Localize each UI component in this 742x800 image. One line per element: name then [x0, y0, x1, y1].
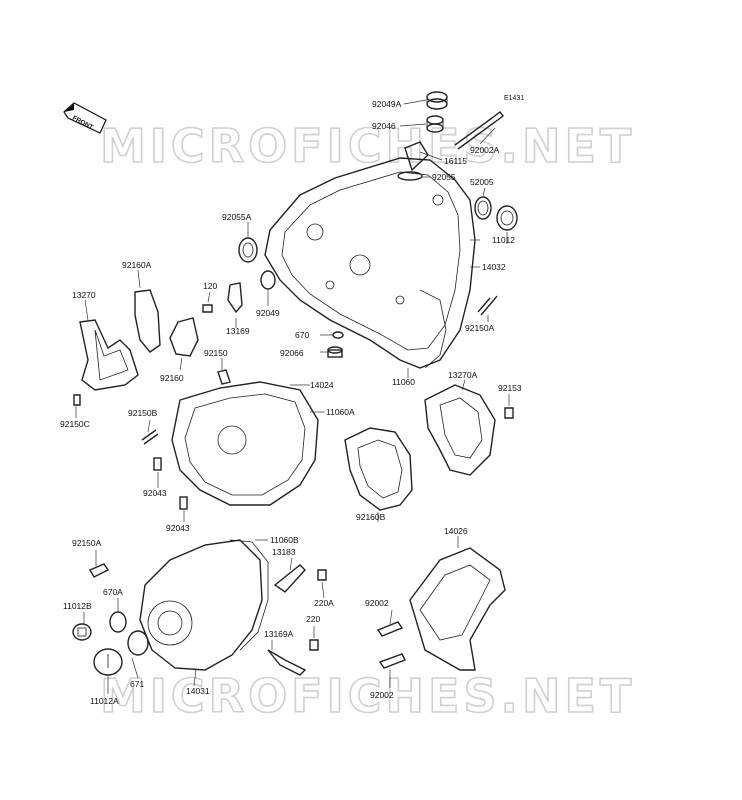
label-120: 120 — [203, 281, 217, 291]
front-arrow-icon: FRONT — [63, 102, 107, 134]
bolt-92150 — [217, 369, 231, 385]
label-11012A: 11012A — [90, 696, 119, 706]
label-13169: 13169 — [226, 326, 250, 336]
plate-92160A — [134, 289, 161, 353]
label-16115: 16115 — [444, 156, 467, 166]
label-92150B: 92150B — [128, 408, 158, 418]
bolt-120 — [202, 304, 213, 313]
label-92160: 92160 — [160, 373, 184, 383]
bolt-92153 — [504, 407, 514, 419]
oring-671 — [127, 630, 149, 656]
bolt-92002A — [454, 111, 504, 150]
label-92055A: 92055A — [222, 212, 252, 222]
watermark-top: MICROFICHES.NET — [100, 119, 635, 173]
label-11060B: 11060B — [270, 535, 299, 545]
bolt-92150A-top — [477, 295, 498, 316]
label-13183: 13183 — [272, 547, 296, 557]
label-92049A: 92049A — [372, 99, 402, 109]
clutch-cover-14032 — [264, 157, 476, 369]
guard-13270A — [424, 384, 496, 476]
cap-11012B — [72, 623, 92, 641]
bearing-92046 — [426, 115, 444, 133]
label-14024: 14024 — [310, 380, 334, 390]
label-92160A: 92160A — [122, 260, 152, 270]
label-92150A-top: 92150A — [465, 323, 495, 333]
dowel-92043-a — [153, 457, 162, 471]
plate-92160 — [169, 317, 199, 357]
gasket-11060B — [229, 539, 269, 651]
label-11012B: 11012B — [63, 601, 92, 611]
label-13169A: 13169A — [264, 629, 294, 639]
seal-52005 — [474, 196, 492, 220]
bolt-220 — [309, 639, 319, 651]
cap-11012 — [496, 205, 518, 231]
label-92055: 92055 — [432, 172, 456, 182]
label-14031: 14031 — [186, 686, 210, 696]
label-11060A: 11060A — [326, 407, 355, 417]
bolt-92002 — [376, 621, 404, 637]
cover-14031 — [139, 539, 263, 671]
seal-92055A — [238, 237, 258, 263]
leader-lines — [75, 99, 510, 694]
cover-14024 — [171, 381, 319, 506]
bolt-92150C — [73, 394, 81, 406]
label-92066: 92066 — [280, 348, 304, 358]
label-13270A: 13270A — [448, 370, 478, 380]
label-92160B: 92160B — [356, 512, 386, 522]
label-14032-main: 14032 — [482, 262, 506, 272]
oring-670 — [332, 331, 344, 339]
bolt-92150B — [141, 429, 159, 445]
label-52005: 52005 — [470, 177, 494, 187]
bolt-220A — [317, 569, 327, 581]
label-11012: 11012 — [492, 235, 515, 245]
label-14026: 14026 — [444, 526, 468, 536]
label-671: 671 — [130, 679, 144, 689]
dowel-92043-b — [179, 496, 188, 510]
bearing-92049A — [426, 91, 448, 110]
bracket-13169A — [267, 649, 307, 676]
label-670A: 670A — [103, 587, 123, 597]
label-92049: 92049 — [256, 308, 280, 318]
label-92150: 92150 — [204, 348, 228, 358]
label-220A: 220A — [314, 598, 334, 608]
label-220: 220 — [306, 614, 320, 624]
label-92043-a: 92043 — [143, 488, 167, 498]
bolt-92002-b — [378, 653, 406, 669]
label-92002: 92002 — [365, 598, 389, 608]
label-92150A-bottom: 92150A — [72, 538, 102, 548]
oring-92055 — [397, 171, 423, 181]
gasket-11060A — [184, 393, 306, 496]
label-13270: 13270 — [72, 290, 96, 300]
oring-92049 — [260, 270, 276, 290]
label-92002A: 92002A — [470, 145, 500, 155]
label-11060: 11060 — [392, 377, 415, 387]
label-670: 670 — [295, 330, 309, 340]
oring-670A — [109, 611, 127, 633]
label-92153: 92153 — [498, 383, 522, 393]
bracket-13169 — [227, 282, 243, 314]
cover-14026 — [409, 547, 506, 671]
label-92043-b: 92043 — [166, 523, 190, 533]
label-92046: 92046 — [372, 121, 396, 131]
bracket-13183 — [273, 564, 306, 593]
watermark-bottom: MICROFICHES.NET — [100, 669, 635, 723]
label-92002-b: 92002 — [370, 690, 394, 700]
bolt-92150A-bottom — [89, 563, 110, 578]
plate-92160B — [344, 427, 413, 511]
figure-id: E1431 — [504, 95, 524, 102]
plug-92066 — [327, 346, 343, 358]
guard-13270 — [79, 319, 139, 391]
label-92150C: 92150C — [60, 419, 90, 429]
gasket-11060 — [419, 289, 447, 369]
cap-11012A — [93, 648, 123, 676]
